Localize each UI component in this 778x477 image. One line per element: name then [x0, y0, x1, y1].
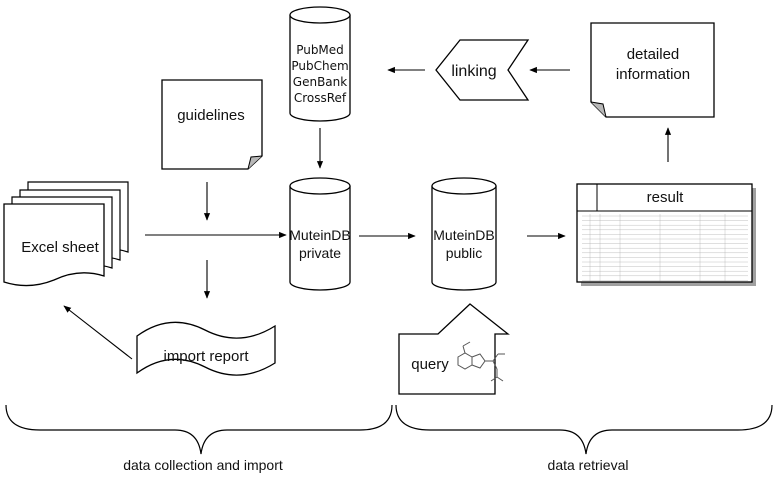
- brace-left: [5, 404, 393, 455]
- linking-label: linking: [451, 63, 496, 80]
- detailed-info-line1: detailed: [627, 46, 680, 63]
- guidelines-node: guidelines: [161, 79, 263, 170]
- external-dbs-node: PubMed PubChem GenBank CrossRef: [289, 6, 351, 122]
- section-label-right: data retrieval: [548, 457, 629, 473]
- arrow-report-to-excel: [63, 305, 133, 360]
- excel-sheet-node: Excel sheet: [3, 181, 129, 287]
- chevron-left-icon: [435, 39, 530, 101]
- detailed-info-line2: information: [616, 66, 690, 83]
- excel-sheet-label: Excel sheet: [21, 239, 99, 256]
- detailed-info-node: detailed information: [590, 22, 715, 118]
- wavy-document-icon: [136, 321, 276, 376]
- section-braces: [5, 404, 773, 455]
- table-window-icon: [576, 183, 756, 286]
- result-label: result: [647, 189, 685, 206]
- mutein-public-line1: MuteinDB: [433, 227, 494, 243]
- brace-right: [395, 404, 773, 455]
- chemical-structure-icon: [457, 341, 505, 382]
- external-db-crossref: CrossRef: [294, 91, 347, 105]
- guidelines-label: guidelines: [177, 107, 245, 124]
- stacked-documents-icon: [3, 181, 129, 287]
- mutein-private-line1: MuteinDB: [289, 227, 350, 243]
- database-cylinder-icon: [289, 177, 351, 291]
- linking-node: linking: [435, 39, 530, 101]
- external-db-pubmed: PubMed: [296, 43, 344, 57]
- import-report-label: import report: [163, 348, 249, 365]
- up-arrow-icon: [398, 303, 510, 395]
- query-label: query: [411, 356, 449, 373]
- mutein-private-node: MuteinDB private: [289, 177, 351, 291]
- import-report-node: import report: [136, 321, 276, 376]
- query-node: query: [398, 303, 510, 395]
- external-db-genbank: GenBank: [293, 75, 347, 89]
- connector-arrows: [63, 66, 672, 360]
- result-table-grid: [582, 214, 748, 281]
- document-icon: [161, 79, 263, 170]
- mutein-public-node: MuteinDB public: [431, 177, 497, 291]
- document-icon: [590, 22, 715, 118]
- section-label-left: data collection and import: [123, 457, 283, 473]
- database-cylinder-icon: [289, 6, 351, 122]
- mutein-public-line2: public: [446, 245, 483, 261]
- result-node: result: [576, 183, 756, 286]
- external-db-pubchem: PubChem: [291, 59, 348, 73]
- mutein-private-line2: private: [299, 245, 341, 261]
- database-cylinder-icon: [431, 177, 497, 291]
